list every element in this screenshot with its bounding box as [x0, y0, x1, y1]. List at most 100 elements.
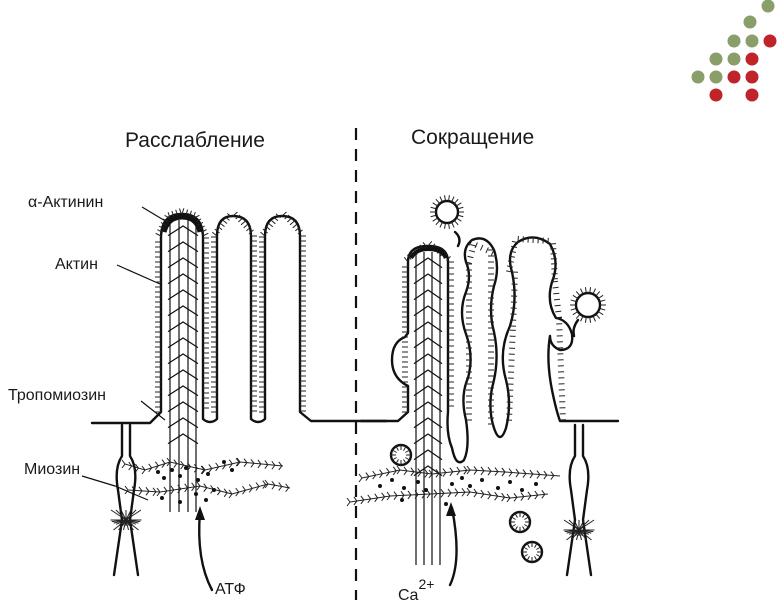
granule-dot [460, 476, 464, 480]
junction-filament [578, 519, 585, 531]
calcium-arrowhead [446, 502, 456, 516]
myosin-head [520, 492, 525, 501]
vesicle-spike [595, 313, 601, 319]
vesicle-spike [536, 546, 542, 550]
junction-filament [568, 519, 580, 531]
myosin-head [522, 469, 527, 478]
myosin-head [440, 489, 445, 498]
vesicle-spike [522, 546, 528, 550]
myosin-head [515, 468, 520, 478]
granule-dot [156, 470, 160, 474]
glycocalyx-hair [197, 222, 204, 226]
actin-chevron [413, 385, 443, 397]
actin-chevron [413, 401, 443, 413]
junction-filament [568, 529, 580, 535]
actin-chevron [413, 273, 443, 285]
vesicle-spike [534, 542, 538, 548]
granule-dot [222, 460, 226, 464]
actin-chevron [167, 385, 199, 397]
vesicle-spike [432, 217, 439, 222]
myosin-head [235, 487, 240, 497]
vesicle-spike [453, 219, 459, 226]
glycocalyx-hair [157, 229, 164, 233]
myosin-head [255, 482, 260, 491]
actin-chevron [167, 353, 199, 365]
myosin-head [235, 457, 240, 467]
junction-filament [120, 509, 127, 521]
glycocalyx-hair [292, 223, 298, 229]
glycocalyx-hair [509, 250, 517, 253]
vesicle-spike [444, 222, 446, 229]
glycocalyx-hair [214, 228, 220, 234]
glycocalyx-hair [219, 222, 225, 228]
myosin-head [513, 492, 518, 502]
myosin-head [466, 487, 471, 497]
vesicle-spike [522, 554, 528, 558]
glycocalyx-hair [403, 257, 409, 263]
glycocalyx-hair [485, 247, 489, 254]
myosin-head [529, 469, 534, 479]
granule-dot [194, 492, 198, 496]
granule-dot [534, 482, 538, 486]
granule-dot [212, 488, 216, 492]
actin-chevron [413, 257, 443, 269]
granule-dot [178, 474, 182, 478]
glycocalyx-hair [185, 209, 189, 216]
glycocalyx-hair [479, 244, 484, 251]
myosin-head [386, 491, 391, 501]
myosin-head [396, 465, 401, 475]
myosin-head [166, 457, 171, 467]
junction-filament [115, 509, 127, 521]
glycocalyx-hair [199, 225, 205, 230]
junction-filament [125, 519, 139, 524]
myosin-head [379, 469, 384, 478]
corner-dot [745, 52, 759, 66]
glycocalyx-hair [281, 211, 287, 217]
actin-chevron [167, 273, 199, 285]
vesicle-spike [391, 457, 397, 461]
myosin-head [527, 491, 532, 501]
vesicle-spike [453, 198, 459, 205]
glycocalyx-hair [490, 249, 495, 256]
myosin-head [461, 487, 466, 497]
corner-dot [709, 70, 723, 84]
vesicle-spike [534, 556, 538, 562]
myosin-head [550, 471, 555, 480]
myosin-head [473, 488, 478, 498]
actin-chevron [413, 417, 443, 429]
vesicle-spike [448, 222, 450, 229]
vesicle-spike [403, 445, 407, 451]
granule-dot [170, 468, 174, 472]
myosin-head [360, 495, 365, 505]
junction-filament [575, 529, 580, 537]
contraction-heading: Сокращение [411, 126, 534, 149]
glycocalyx-hair [469, 239, 473, 246]
myosin-head [170, 485, 175, 495]
vesicle-spike [448, 195, 450, 202]
granule-dot [402, 486, 406, 490]
myosin-head [501, 467, 506, 477]
corner-dot [691, 70, 705, 84]
glycocalyx-hair [506, 265, 514, 268]
vesicle-spike [430, 214, 437, 218]
corner-dot [761, 0, 775, 13]
corner-dot [709, 52, 723, 66]
granule-dot [400, 498, 404, 502]
vesicle-spike [510, 524, 516, 528]
vesicle-and-membrane-hairs [390, 195, 606, 563]
junction-filament [563, 519, 580, 531]
corner-dot [763, 34, 777, 48]
myosin-head [487, 466, 492, 476]
actin-chevron [167, 257, 199, 269]
myosin-head [541, 490, 546, 499]
myosin-head [154, 461, 159, 471]
myosin-head [381, 492, 386, 502]
vesicle-spike [536, 554, 542, 558]
glycocalyx-hair [265, 225, 271, 231]
granule-dot [196, 478, 200, 482]
vesicle-spike [584, 316, 587, 323]
granule-dot [508, 480, 512, 484]
contracted-microvilli: Ca2+ [346, 195, 620, 604]
glycocalyx-hair [510, 245, 518, 248]
membrane-glycocalyx-hairs [155, 208, 306, 413]
